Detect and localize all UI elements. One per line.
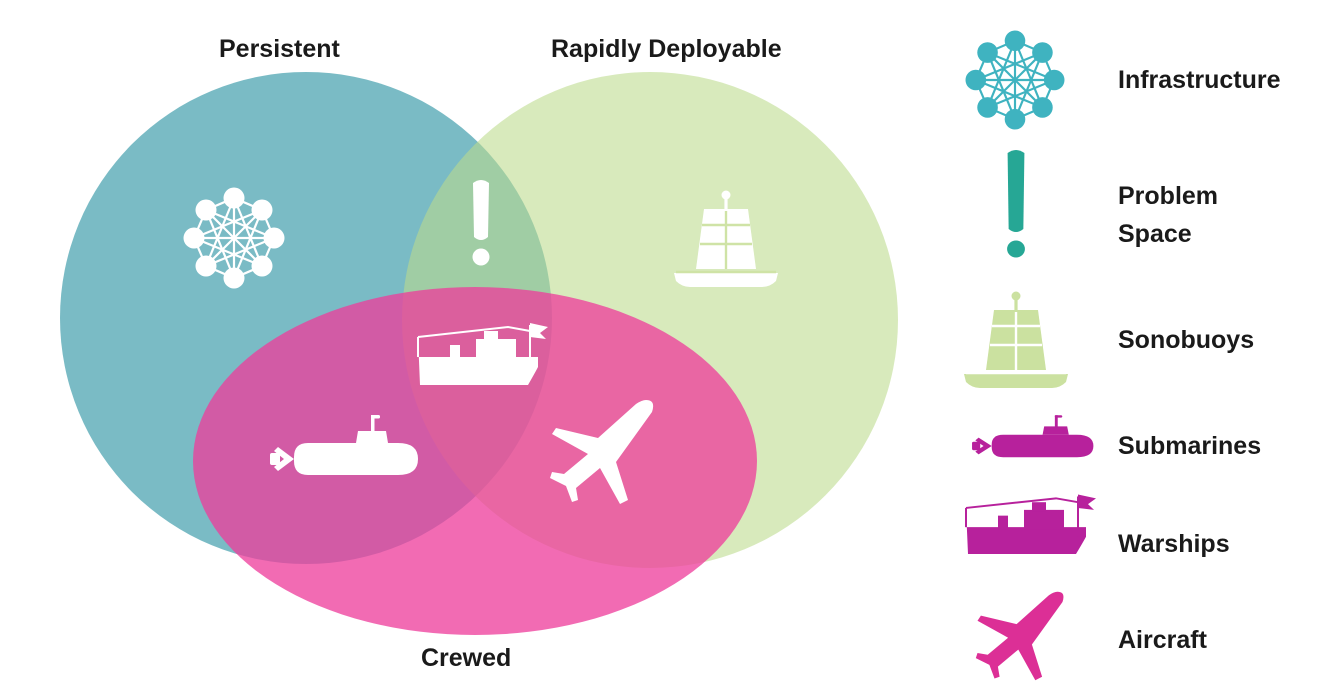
rapidly-deployable-label: Rapidly Deployable (551, 35, 782, 63)
legend-problem-space-line2: Space (1118, 220, 1192, 248)
legend-sonobuoys-label: Sonobuoys (1118, 326, 1255, 354)
legend-warships-label: Warships (1118, 530, 1230, 558)
legend-infrastructure-icon (964, 29, 1066, 131)
legend-problem-space-label: Problem Space (1118, 177, 1218, 253)
set-crewed-ellipse (193, 287, 757, 635)
legend-aircraft-icon (975, 591, 1064, 681)
crewed-label: Crewed (421, 644, 512, 672)
legend-problem-space-line1: Problem (1118, 182, 1219, 210)
legend-warship-icon (965, 493, 1097, 556)
legend-submarines-label: Submarines (1118, 432, 1262, 460)
persistent-label: Persistent (219, 35, 340, 63)
sonobuoy-icon (674, 190, 778, 287)
problem-space-icon (472, 180, 490, 266)
legend-infrastructure-label: Infrastructure (1118, 66, 1281, 94)
infrastructure-icon (182, 186, 286, 290)
legend-sonobuoy-icon (964, 291, 1068, 388)
legend-submarine-icon (972, 415, 1094, 458)
legend-aircraft-label: Aircraft (1118, 626, 1207, 654)
legend-problem-space-icon (1007, 150, 1025, 258)
